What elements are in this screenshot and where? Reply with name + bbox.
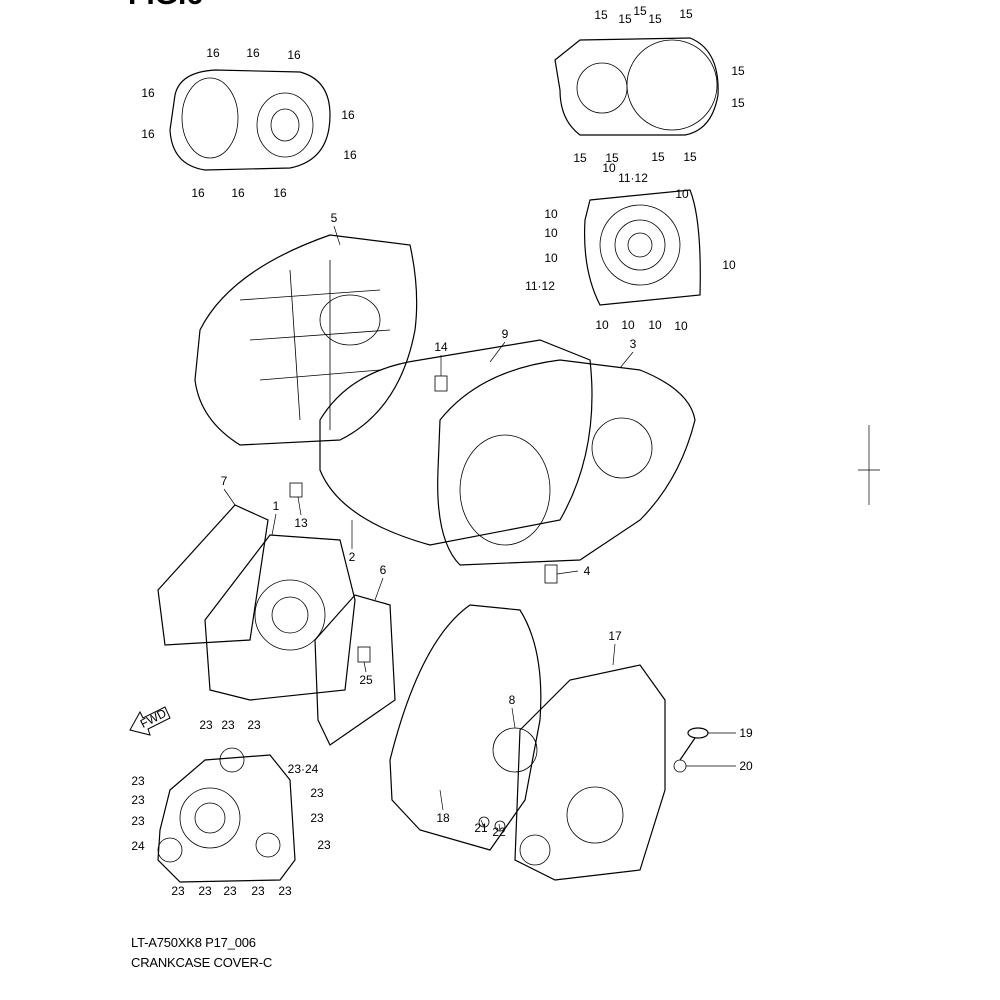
callout-23: 23 [131, 774, 145, 788]
diagram-caption: CRANKCASE COVER-C [131, 955, 273, 970]
callout-15: 15 [648, 12, 662, 26]
callout-22: 22 [492, 825, 506, 839]
clutch-cover-5 [194, 234, 418, 446]
callout-16: 16 [246, 46, 260, 60]
callout-23-24: 23·24 [288, 762, 319, 776]
o-ring-8 [492, 727, 538, 773]
callout-15: 15 [731, 96, 745, 110]
callout-23: 23 [171, 884, 185, 898]
dowel-4 [544, 564, 558, 584]
figure-title: FIG.6 [128, 0, 203, 12]
callout-10: 10 [544, 226, 558, 240]
o-ring-20 [673, 759, 687, 773]
callout-labels: 16 16 16 16 16 16 16 16 16 16 15 15 15 1… [131, 4, 753, 898]
callout-24: 24 [131, 839, 145, 853]
gasket-6 [314, 594, 396, 746]
callout-16: 16 [343, 148, 357, 162]
callout-2: 2 [349, 550, 356, 564]
callout-23: 23 [131, 814, 145, 828]
callout-13: 13 [294, 516, 308, 530]
callout-10: 10 [674, 319, 688, 333]
callout-6: 6 [380, 563, 387, 577]
callout-16: 16 [191, 186, 205, 200]
callout-15: 15 [594, 8, 608, 22]
callout-11-12: 11·12 [618, 171, 648, 185]
callout-15: 15 [573, 151, 587, 165]
callout-15: 15 [679, 7, 693, 21]
callout-16: 16 [287, 48, 301, 62]
callout-23: 23 [251, 884, 265, 898]
bearing-cover-10 [584, 189, 701, 306]
callout-16: 16 [341, 108, 355, 122]
callout-23: 23 [310, 811, 324, 825]
callout-1: 1 [273, 499, 280, 513]
callout-16: 16 [141, 127, 155, 141]
callout-10: 10 [602, 161, 616, 175]
callout-10: 10 [544, 251, 558, 265]
callout-16: 16 [231, 186, 245, 200]
callout-25: 25 [359, 673, 373, 687]
callout-16: 16 [206, 46, 220, 60]
callout-18: 18 [436, 811, 450, 825]
outer-cover-16 [169, 69, 331, 171]
callout-23: 23 [199, 718, 213, 732]
callout-16: 16 [141, 86, 155, 100]
dowel-14 [434, 375, 448, 392]
callout-10: 10 [595, 318, 609, 332]
gasket-cover-15 [554, 37, 719, 136]
callout-10: 10 [675, 187, 689, 201]
callout-15: 15 [651, 150, 665, 164]
callout-23: 23 [247, 718, 261, 732]
callout-11-12: 11·12 [525, 279, 555, 293]
callout-23: 23 [317, 838, 331, 852]
callout-17: 17 [608, 629, 622, 643]
gasket-7 [157, 504, 269, 646]
cover-23 [157, 747, 296, 883]
callout-10: 10 [648, 318, 662, 332]
gasket-18 [389, 604, 542, 851]
callout-23: 23 [223, 884, 237, 898]
callout-9: 9 [502, 327, 509, 341]
callout-23: 23 [310, 786, 324, 800]
callout-3: 3 [630, 337, 637, 351]
callout-20: 20 [739, 759, 753, 773]
callout-15: 15 [683, 150, 697, 164]
crankcase-cover-3 [437, 359, 696, 566]
callout-16: 16 [273, 186, 287, 200]
dowel-25 [357, 646, 371, 663]
callout-5: 5 [331, 211, 338, 225]
callout-23: 23 [198, 884, 212, 898]
bolt-13 [289, 482, 303, 498]
cover-17 [514, 664, 666, 881]
callout-7: 7 [221, 474, 228, 488]
page-edge-mark [858, 425, 880, 505]
callout-15: 15 [618, 12, 632, 26]
callout-15: 15 [633, 4, 647, 18]
callout-8: 8 [509, 693, 516, 707]
callout-10: 10 [544, 207, 558, 221]
gasket-9 [319, 339, 593, 546]
model-code: LT-A750XK8 P17_006 [131, 935, 256, 950]
callout-4: 4 [584, 564, 591, 578]
fwd-direction-arrow: FWD [129, 706, 171, 736]
callout-23: 23 [131, 793, 145, 807]
callout-19: 19 [739, 726, 753, 740]
oil-filler-cap-19 [679, 727, 709, 761]
callout-10: 10 [722, 258, 736, 272]
callout-10: 10 [621, 318, 635, 332]
callout-23: 23 [278, 884, 292, 898]
callout-21: 21 [474, 821, 488, 835]
callout-15: 15 [605, 151, 619, 165]
cover-1 [204, 534, 356, 701]
callout-23: 23 [221, 718, 235, 732]
callout-15: 15 [731, 64, 745, 78]
callout-14: 14 [434, 340, 448, 354]
